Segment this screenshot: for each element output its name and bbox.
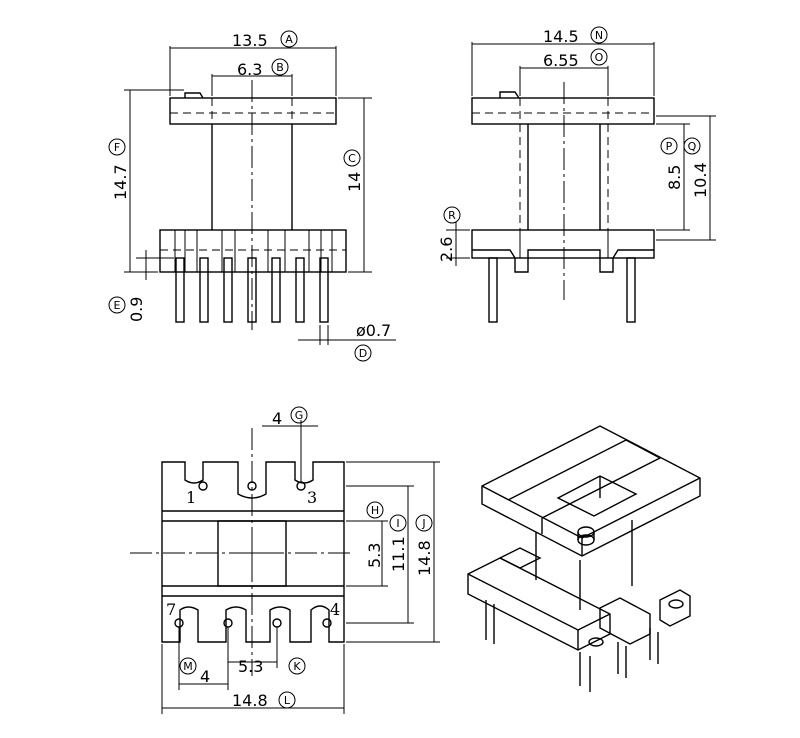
bottom-depth-tag: J [421, 517, 425, 530]
side-core-tag: O [595, 51, 604, 64]
side-base [471, 229, 655, 259]
side-width-dim: 14.5 [543, 27, 579, 46]
side-top-flange [471, 97, 655, 125]
front-height-dim: 14.7 [111, 164, 130, 200]
bottom-depth-dim: 14.8 [415, 540, 434, 576]
bottom-view: 1 3 7 4 4 G H I 5.3 11.1 14.8 J [130, 406, 440, 714]
bottom-span-dim: 5.3 [238, 657, 263, 676]
bottom-inner-dim: 5.3 [365, 543, 384, 568]
pin-label-4: 4 [330, 600, 340, 619]
bottom-top-pitch-tag: G [295, 409, 304, 422]
side-window-tag: P [666, 140, 673, 153]
front-flange-base-dim: 14 [345, 172, 364, 192]
front-top-flange [169, 97, 337, 125]
pin-label-3: 3 [307, 488, 317, 507]
front-pin-dia-tag: D [359, 347, 367, 360]
front-flange-base-tag: C [348, 152, 356, 165]
side-width-tag: N [595, 29, 603, 42]
bottom-span-tag: K [293, 660, 301, 673]
bottom-pitch-dim: 4 [200, 667, 210, 686]
front-pins [175, 257, 329, 323]
front-core-dim: 6.3 [237, 60, 262, 79]
side-total-tag: Q [688, 140, 697, 153]
bottom-top-pitch-dim: 4 [272, 409, 282, 428]
side-pin-left [488, 257, 498, 323]
side-base-tag: R [448, 209, 456, 222]
bottom-row-spacing-dim: 11.1 [389, 536, 408, 572]
front-pin-dia-dim: ø0.7 [356, 321, 391, 340]
front-standoff-tag: E [114, 299, 121, 312]
front-core-tag: B [276, 61, 284, 74]
side-view: 14.5 N 6.55 O 8.5 P 10.4 Q 2.6 R [437, 26, 716, 323]
side-core-dim: 6.55 [543, 51, 579, 70]
bottom-width-tag: L [284, 694, 291, 707]
bottom-outline [161, 461, 345, 643]
bottom-pitch-tag: M [183, 660, 193, 673]
side-base-dim: 2.6 [437, 237, 456, 262]
isometric-view [467, 425, 701, 692]
front-height-tag: F [114, 141, 120, 154]
bottom-h-tag: H [371, 504, 379, 517]
bottom-width-dim: 14.8 [232, 691, 268, 710]
front-width-tag: A [285, 33, 293, 46]
front-top-tab [184, 92, 204, 99]
side-total-dim: 10.4 [691, 162, 710, 198]
pin-label-7: 7 [166, 600, 176, 619]
side-pin-right [626, 257, 636, 323]
front-view: 13.5 A 6.3 B 14.7 F 14 C 0.9 E ø0.7 [108, 30, 396, 362]
front-standoff-dim: 0.9 [127, 297, 146, 322]
bottom-i-tag: I [396, 517, 399, 530]
side-window-dim: 8.5 [665, 165, 684, 190]
pin-label-1: 1 [186, 488, 196, 507]
front-base [159, 229, 347, 273]
front-width-dim: 13.5 [232, 31, 268, 50]
